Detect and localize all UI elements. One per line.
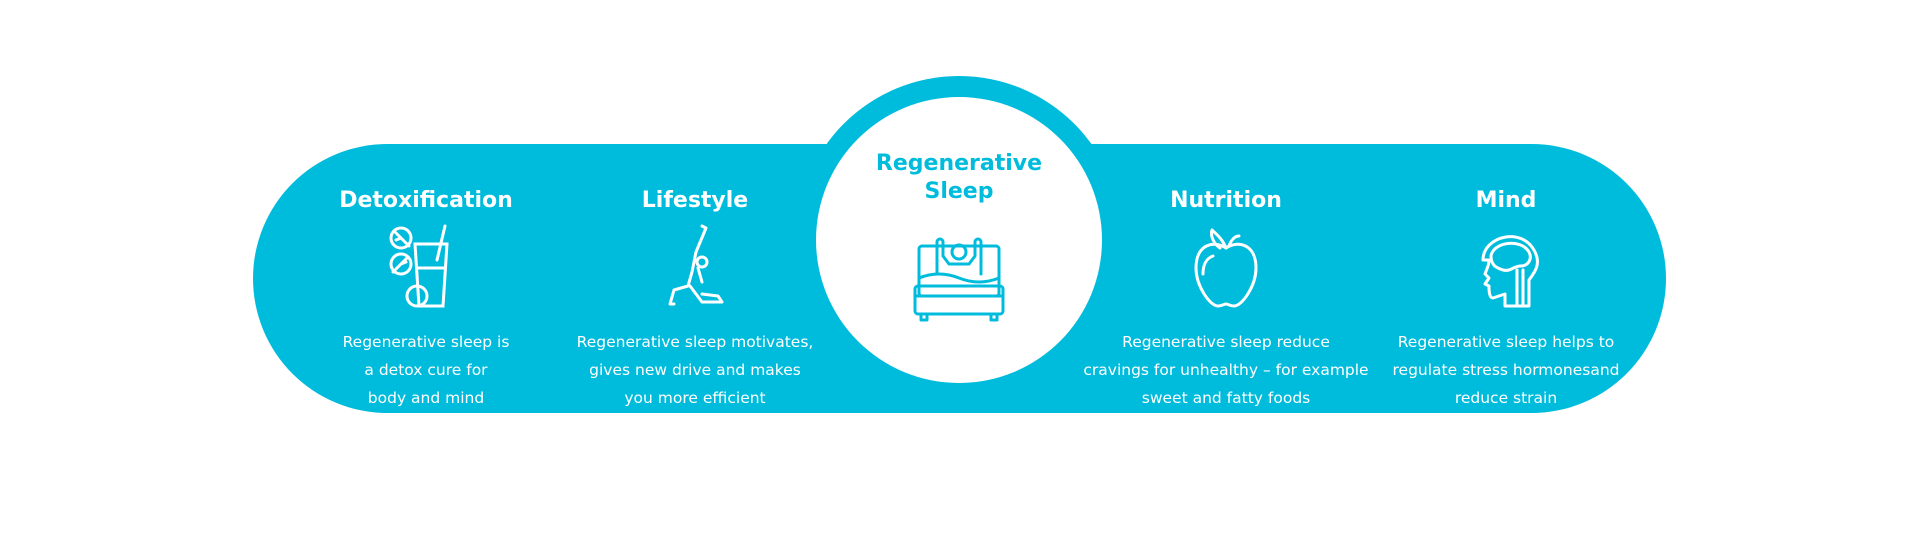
item-text-line: sweet and fatty foods — [1141, 389, 1311, 407]
center-title-line1: Regenerative — [875, 151, 1043, 176]
item-text-line: Regenerative sleep motivates, — [576, 333, 814, 351]
brain-head-icon — [1481, 235, 1539, 308]
item-title: Mind — [1475, 188, 1537, 213]
yoga-pose-icon — [668, 224, 724, 306]
detox-drink-icon — [389, 224, 449, 308]
item-text-line: cravings for unhealthy – for example — [1083, 361, 1369, 379]
item-detoxification: Detoxification Regenerative sleep is a de… — [276, 186, 576, 412]
item-text-line: gives new drive and makes — [589, 361, 801, 379]
item-text-line: a detox cure for — [364, 361, 488, 379]
item-lifestyle: Lifestyle Regenerative sleep motivates, g… — [545, 186, 845, 412]
item-text-line: you more efficient — [624, 389, 766, 407]
bed-person-icon — [913, 237, 1005, 322]
item-title: Lifestyle — [641, 188, 749, 213]
item-text-line: reduce strain — [1454, 389, 1558, 407]
item-mind: Mind Regenerative sleep helps to regulate… — [1356, 186, 1656, 412]
item-text-line: regulate stress hormonesand — [1392, 361, 1620, 379]
center-title-line2: Sleep — [924, 179, 994, 204]
item-title: Nutrition — [1170, 188, 1282, 213]
item-text-line: Regenerative sleep reduce — [1122, 333, 1330, 351]
item-text-line: Regenerative sleep helps to — [1397, 333, 1615, 351]
item-text-line: Regenerative sleep is — [342, 333, 510, 351]
item-nutrition: Nutrition Regenerative sleep reduce cravi… — [1076, 186, 1376, 412]
apple-icon — [1194, 228, 1258, 308]
item-text-line: body and mind — [367, 389, 485, 407]
center-circle — [816, 97, 1102, 383]
item-title: Detoxification — [339, 188, 513, 213]
